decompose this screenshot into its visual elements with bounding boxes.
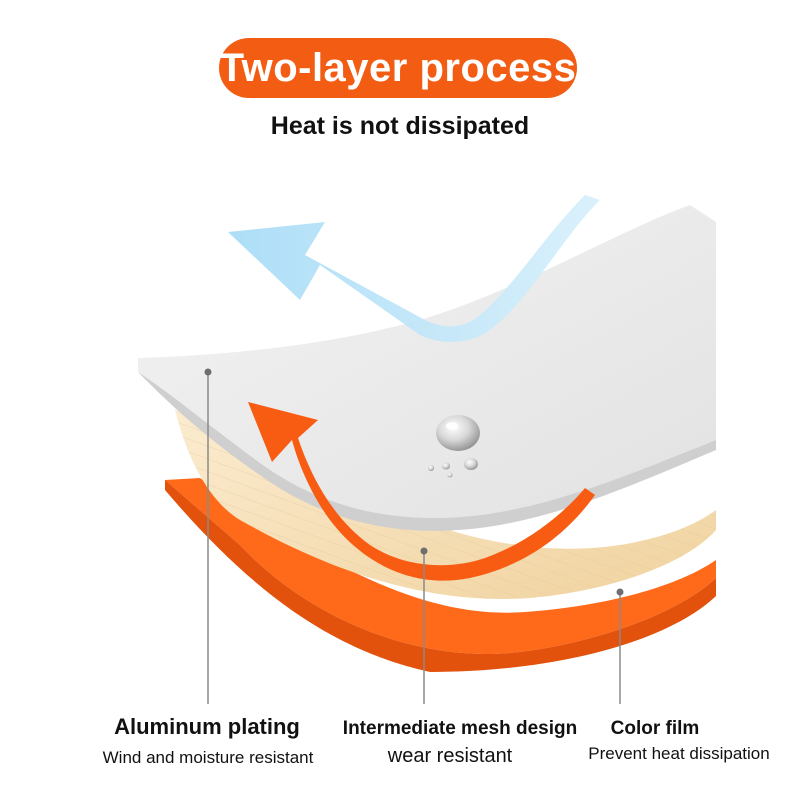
aluminum-plating-desc: Wind and moisture resistant (102, 748, 314, 767)
mesh-design-title: Intermediate mesh design (342, 718, 578, 739)
mesh-layer (175, 410, 716, 600)
mesh-design-desc: wear resistant (387, 745, 513, 767)
page-subtitle: Heat is not dissipated (270, 112, 530, 140)
heat-arrow-icon (248, 402, 595, 581)
color-film-layer (165, 478, 716, 672)
pointer-lines (204, 368, 624, 704)
color-film-title: Color film (610, 718, 700, 739)
water-droplet-icon (428, 415, 480, 478)
cool-air-arrow-icon (228, 195, 600, 342)
title-badge: Two-layer process (219, 38, 577, 98)
aluminum-plating-title: Aluminum plating (114, 714, 300, 739)
color-film-desc: Prevent heat dissipation (588, 744, 770, 763)
page-title: Two-layer process (219, 45, 577, 90)
